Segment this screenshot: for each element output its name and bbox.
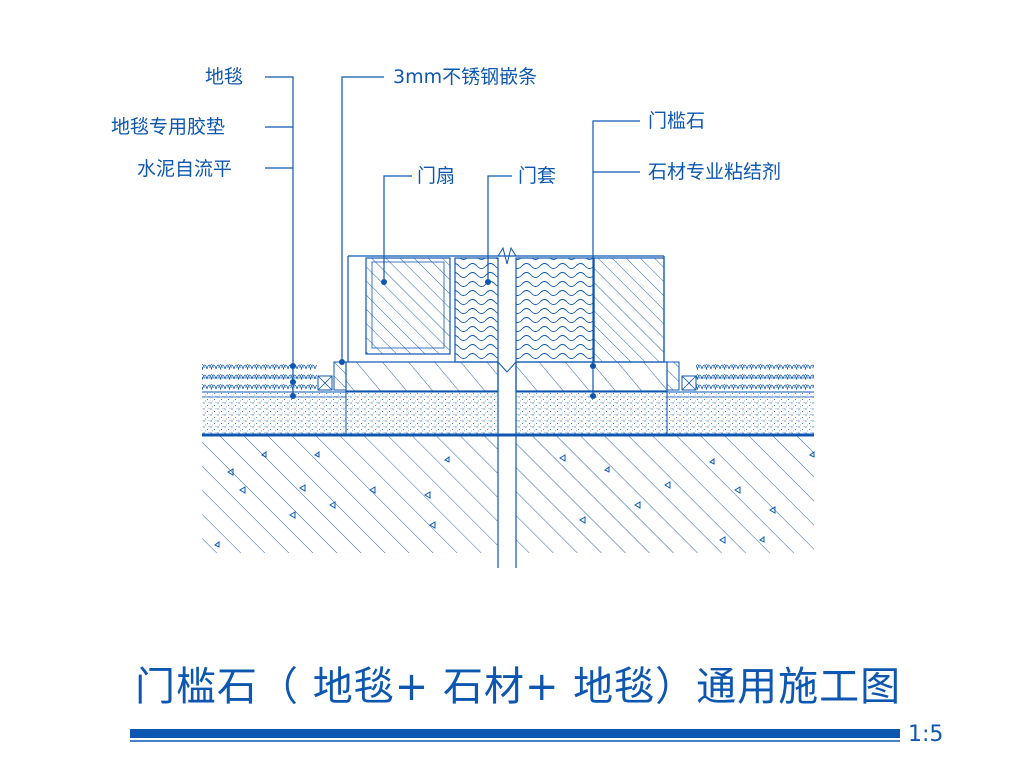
carpet-left [202, 364, 317, 391]
door-frame-right-edge [593, 257, 665, 363]
leader-dots [290, 279, 596, 399]
label-steel-strip: 3mm不锈钢嵌条 [393, 66, 538, 88]
joint-cap [497, 361, 517, 373]
label-self-leveling: 水泥自流平 [137, 158, 233, 180]
carpet-gripper-left [317, 375, 333, 391]
label-door-frame: 门套 [518, 165, 557, 187]
title-underline-thick [130, 729, 900, 738]
label-carpet-pad: 地毯专用胶垫 [111, 116, 226, 138]
steel-strip-left [333, 361, 347, 391]
concrete-base-right [516, 436, 814, 553]
drawing-title: 门槛石（ 地毯+ 石材+ 地毯）通用施工图 [135, 664, 902, 710]
concrete-base-left [202, 436, 498, 553]
drawing-scale: 1:5 [908, 722, 944, 747]
threshold-stone-left [345, 361, 499, 392]
label-threshold-stone: 门槛石 [648, 110, 706, 132]
mortar-layer-right [516, 392, 814, 434]
door-frame-right [515, 257, 595, 363]
drawing-body [130, 76, 900, 742]
carpet-gripper-right [681, 375, 697, 391]
label-door-leaf: 门扇 [417, 165, 456, 187]
label-stone-adhesive: 石材专业粘结剂 [648, 161, 782, 183]
door-leaf [365, 257, 451, 355]
steel-strip-right [666, 361, 680, 391]
leader-lines [265, 76, 640, 396]
door-frame-left [454, 257, 499, 363]
carpet-right [696, 364, 814, 391]
aggregate-triangles [214, 451, 815, 548]
door-leaf-inner [371, 261, 445, 349]
break-mark [497, 246, 517, 265]
label-carpet: 地毯 [205, 66, 244, 88]
mortar-layer-left [202, 392, 498, 434]
